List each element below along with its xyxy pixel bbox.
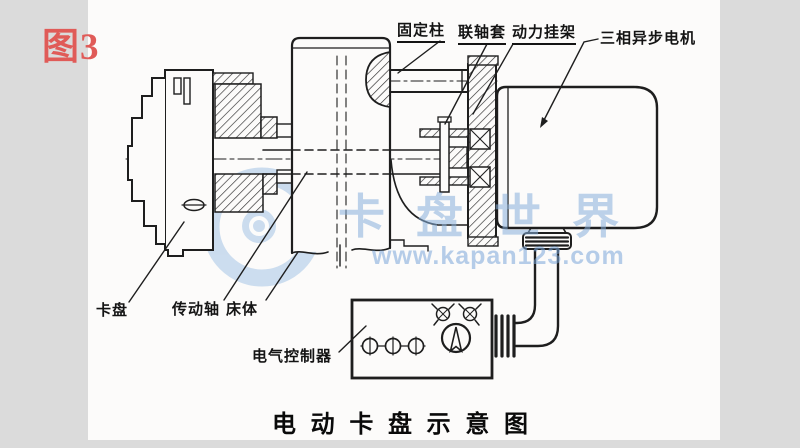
coupling-sleeve-drawing: [419, 116, 469, 193]
callout-motor: 三相异步电机: [600, 30, 697, 47]
wiring: [512, 247, 560, 348]
fixed-column-drawing: [365, 50, 469, 109]
watermark-url-text: www.kapan123.com: [372, 242, 625, 270]
motor-drawing: [495, 85, 659, 250]
callout-coupling-sleeve: 联轴套: [458, 24, 507, 45]
chuck-drawing: [127, 69, 293, 257]
figure-number-label: 图3: [42, 27, 100, 68]
terminal-icons: [361, 336, 425, 356]
callout-bed-body: 床体: [226, 301, 259, 318]
watermark-brand-text: 卡盘世界: [338, 190, 650, 243]
bed-body-drawing: [290, 36, 469, 269]
drive-shaft-drawing: [262, 149, 447, 175]
callout-controller: 电气控制器: [252, 348, 333, 365]
controller-drawing: [350, 298, 516, 380]
leader-lines: [128, 38, 599, 353]
knob-icon: [440, 322, 472, 354]
indicator-light-icons: [431, 303, 482, 326]
callout-power-bracket: 动力挂架: [512, 24, 577, 45]
callout-drive-shaft: 传动轴: [172, 301, 221, 318]
callout-fixed-column: 固定柱: [397, 22, 446, 43]
diagram-title: 电 动 卡 盘 示 意 图: [272, 411, 533, 438]
callout-chuck: 卡盘: [96, 302, 129, 319]
